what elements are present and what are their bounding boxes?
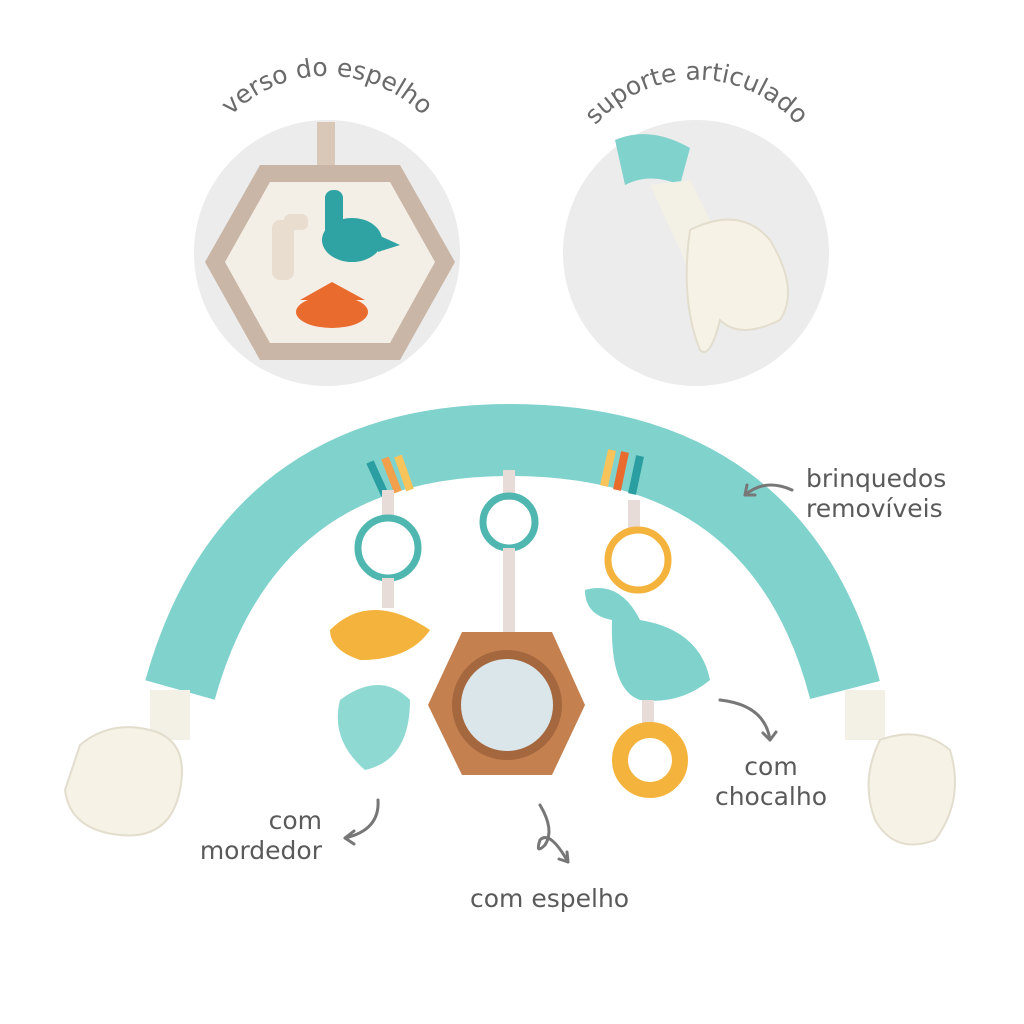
- teether-toy: [330, 490, 430, 770]
- rattle-toy: [585, 500, 710, 798]
- arrow-mirror-icon: [536, 803, 570, 864]
- dinosaur-beige-icon: [272, 214, 308, 280]
- inset-title-mirror-back: verso do espelho: [215, 53, 438, 121]
- play-arch: [63, 403, 956, 846]
- callout-line: mordedor: [199, 836, 322, 865]
- arrow-removable-icon: [743, 483, 794, 497]
- callout-line: com: [744, 752, 798, 781]
- callout-line: com: [268, 806, 322, 835]
- callout-line: com espelho: [470, 884, 630, 913]
- callout-line: chocalho: [714, 782, 828, 811]
- mirror-toy: [428, 470, 585, 775]
- inset-joint: [563, 120, 829, 386]
- callout-removable-toys: brinquedos removíveis: [806, 464, 946, 524]
- callout-teether: com mordedor: [186, 806, 322, 866]
- inset-mirror-back: [194, 120, 460, 386]
- dinosaur-orange-icon: [296, 282, 368, 328]
- inset-title-joint: suporte articulado: [579, 57, 815, 130]
- callout-line: brinquedos: [806, 464, 947, 493]
- dinosaur-teal-icon: [322, 190, 400, 262]
- arrow-rattle-icon: [718, 698, 772, 742]
- arrow-teether-icon: [343, 798, 380, 840]
- clip-left: [63, 690, 190, 837]
- callout-line: removíveis: [806, 494, 943, 523]
- clip-right: [845, 690, 956, 846]
- callout-rattle: com chocalho: [706, 752, 836, 812]
- callout-arrows: [343, 483, 794, 864]
- callout-mirror: com espelho: [470, 884, 629, 914]
